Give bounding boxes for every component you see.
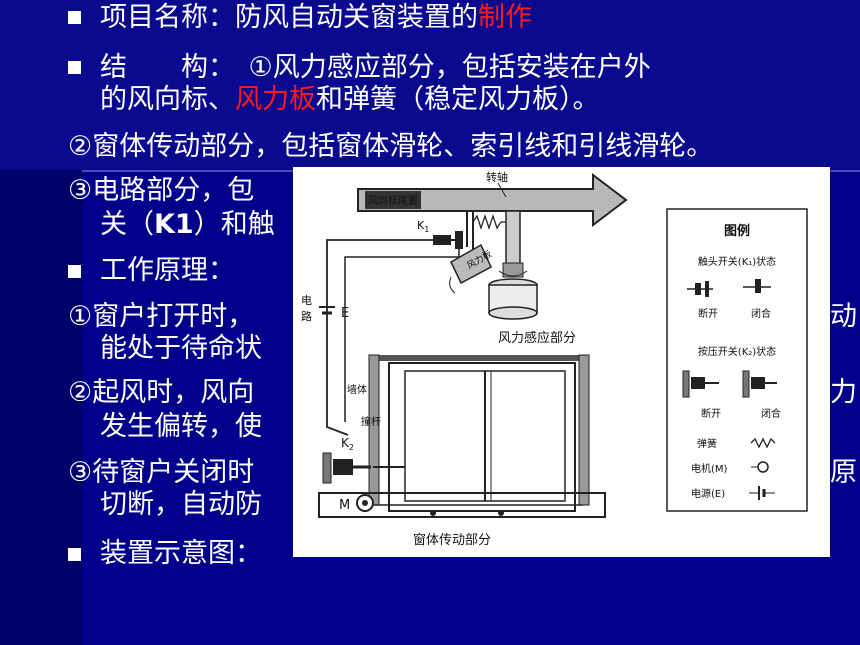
k2-subscript: 2: [349, 443, 354, 452]
bullet-icon: [68, 61, 81, 74]
k2-letter: K: [341, 436, 350, 450]
circuit-char-2: 路: [301, 310, 312, 323]
legend-touch-switch: 触头开关(K₁)状态: [698, 255, 776, 268]
bullet-icon: [68, 11, 81, 24]
wind-vane: 风向标尾翼: [357, 172, 628, 228]
device-diagram: 风向标尾翼 转轴 风力板 K1 电路 E 风力感应部分 墙体 撞杆 K2 M: [293, 167, 830, 557]
legend-box: 图例 触头开关(K₁)状态 断开 闭合 按压开关(K₂)状态 断开 闭合 弹簧 …: [666, 208, 808, 512]
principle-1-line: ①窗户打开时，: [68, 301, 255, 332]
circuit-char-1: 电: [301, 294, 312, 307]
circuit-cont-b: ）和触: [193, 209, 275, 240]
legend-closed-1: 闭合: [751, 307, 771, 320]
section-window-label: 窗体传动部分: [413, 532, 491, 548]
bullet-icon: [68, 548, 81, 561]
k1-letter: K: [417, 219, 425, 232]
principle-1-cont: 能处于待命状: [100, 333, 262, 364]
circuit-cont-a: 关（: [100, 209, 154, 240]
section-wind-label: 风力感应部分: [498, 330, 576, 346]
k1-subscript: 1: [424, 225, 429, 234]
motor-label: M: [339, 498, 350, 513]
window-drive-line: ②窗体传动部分，包括窗体滑轮、索引线和引线滑轮。: [68, 131, 714, 162]
principle-line: 工作原理：: [100, 255, 235, 286]
structure-cont-line: 的风向标、风力板和弹簧（稳定风力板）。: [100, 85, 600, 115]
structure-text: ①风力感应部分，包括安装在户外: [221, 52, 651, 83]
principle-2-cont: 发生偏转，使: [100, 411, 262, 442]
legend-power-label: 电源(E): [691, 487, 725, 500]
circuit-label: 电路: [301, 294, 312, 323]
shaft-label: 转轴: [486, 170, 508, 184]
legend-closed-2: 闭合: [761, 407, 781, 420]
circuit-line: ③电路部分，包: [68, 175, 255, 206]
legend-spring-label: 弹簧: [697, 437, 717, 450]
structure-cont-b: 和弹簧（稳定风力板）。: [316, 84, 600, 115]
power-e-label: E: [341, 306, 349, 321]
k2-label: K2: [341, 436, 354, 452]
principle-3-tail: 原: [830, 457, 857, 488]
project-name-line: 项目名称：防风自动关窗装置的制作: [100, 3, 532, 33]
rod-label: 撞杆: [361, 415, 381, 428]
legend-press-switch: 按压开关(K₂)状态: [698, 345, 776, 358]
principle-2-line: ②起风时，风向: [68, 377, 255, 408]
bullet-icon: [68, 265, 81, 278]
structure-label: 结 构：: [100, 52, 222, 83]
spring-icon: [750, 437, 776, 449]
legend-open-1: 断开: [698, 307, 718, 320]
principle-2-tail: 力: [830, 377, 857, 408]
legend-open-2: 断开: [701, 407, 721, 420]
principle-3-cont: 切断，自动防: [100, 489, 262, 520]
top-band: [0, 0, 860, 170]
k1-label: K1: [417, 219, 429, 234]
structure-cont-red: 风力板: [235, 84, 316, 115]
diagram-label-line: 装置示意图：: [100, 538, 262, 569]
wall-label: 墙体: [347, 383, 367, 396]
structure-line: 结 构： ①风力感应部分，包括安装在户外: [100, 53, 651, 83]
structure-cont-a: 的风向标、: [100, 84, 235, 115]
project-name-text: 项目名称：防风自动关窗装置的: [100, 2, 478, 33]
diagram-svg: 风向标尾翼 转轴 风力板 K1 电路 E 风力感应部分 墙体 撞杆 K2 M: [301, 170, 808, 548]
vane-tail-label: 风向标尾翼: [368, 194, 418, 207]
principle-3-line: ③待窗户关闭时: [68, 457, 255, 488]
motor-icon: [757, 461, 769, 473]
project-name-highlight: 制作: [478, 2, 532, 33]
circuit-cont-line: 关（K1）和触: [100, 210, 275, 240]
legend-motor-label: 电机(M): [691, 462, 728, 475]
legend-title: 图例: [724, 223, 750, 239]
principle-1-tail: 动: [830, 301, 857, 332]
circuit-cont-k1: K1: [154, 209, 194, 240]
